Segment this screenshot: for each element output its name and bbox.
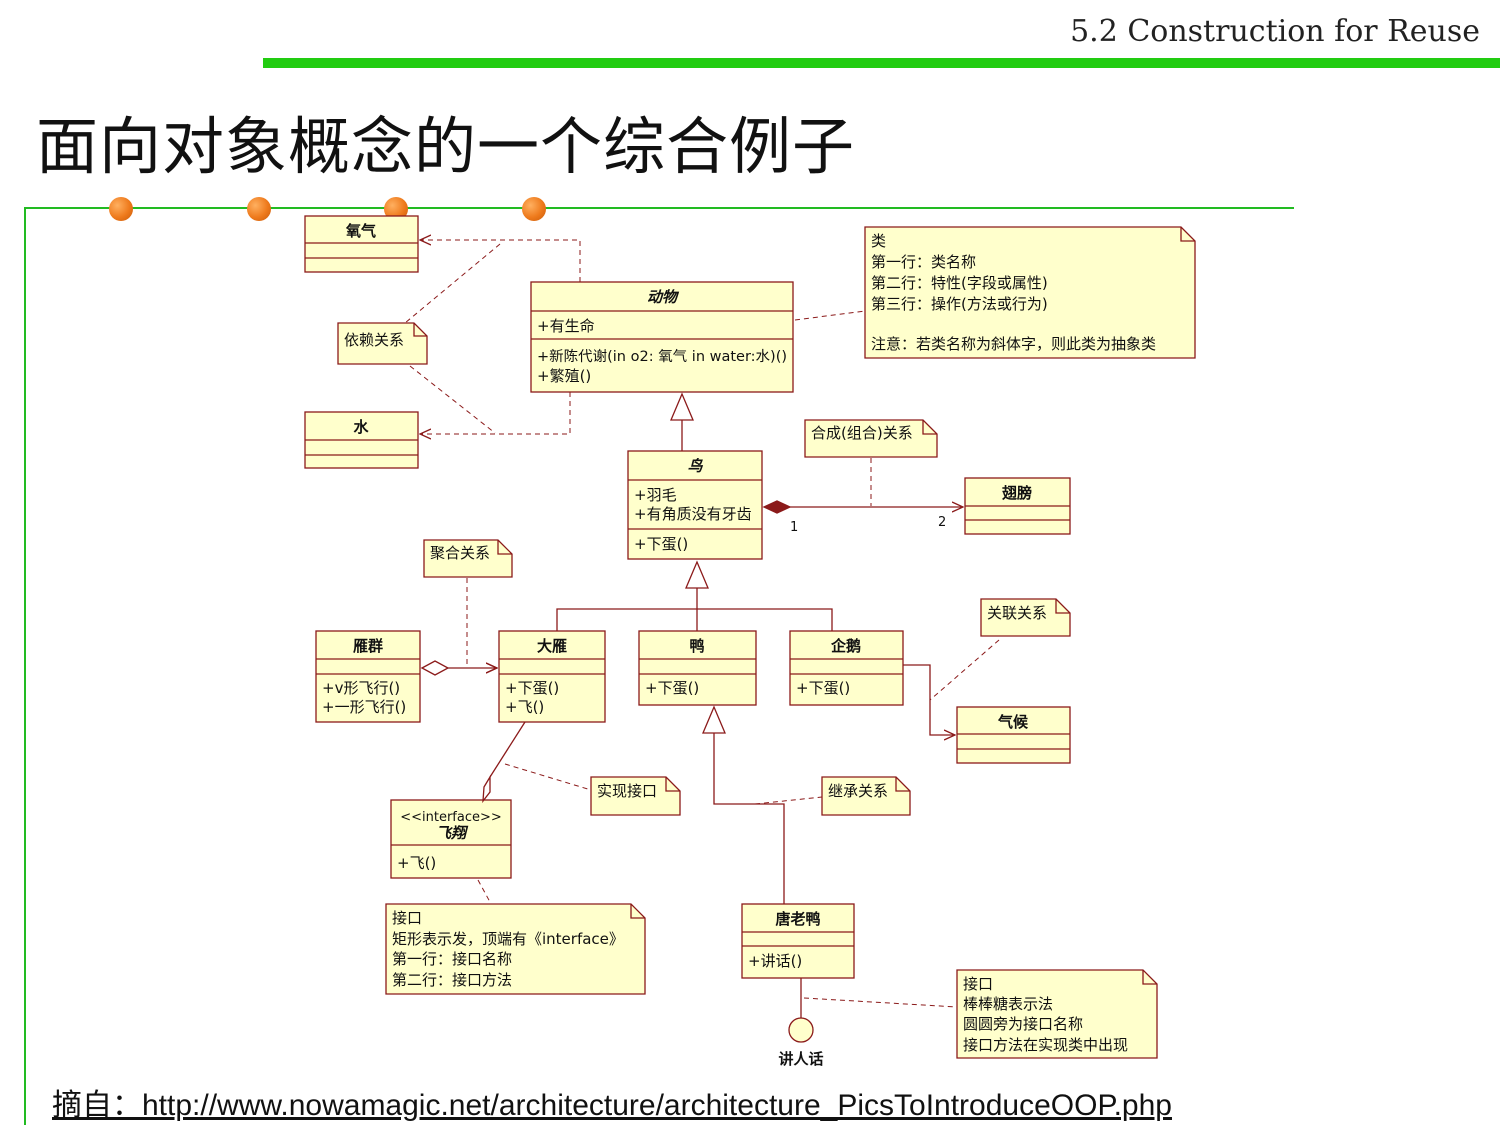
note-realization-text: 实现接口 <box>597 782 657 800</box>
note-aggregation-text: 聚合关系 <box>430 544 490 562</box>
note-class-line-4: 第三行：操作(方法或行为) <box>871 295 1048 313</box>
class-oxygen <box>304 215 419 273</box>
frame-top-line <box>24 207 1294 209</box>
class-flock-name: 雁群 <box>353 637 383 655</box>
note-interface <box>385 903 646 995</box>
note-interface-line-2: 矩形表示发，顶端有《interface》 <box>392 930 624 948</box>
class-penguin <box>789 630 904 706</box>
generalization-donald-duck <box>713 733 785 904</box>
note-dependency-text: 依赖关系 <box>344 331 404 349</box>
class-penguin-name: 企鹅 <box>830 637 861 655</box>
class-climate <box>956 706 1071 764</box>
note-lollipop <box>956 969 1158 1059</box>
note-aggregation <box>423 539 513 578</box>
note-inheritance <box>821 776 911 816</box>
flock-operation-line: +一形飞行() <box>322 698 406 716</box>
note-composition-text: 合成(组合)关系 <box>811 424 913 442</box>
note-inheritance-text: 继承关系 <box>828 782 888 800</box>
goose-operation-lay: +下蛋() <box>505 679 559 697</box>
note-class-line-2: 第一行：类名称 <box>871 253 976 271</box>
dependency-animal-oxygen <box>420 240 581 282</box>
note-link-aggregation <box>466 578 497 668</box>
page-title: 面向对象概念的一个综合例子 <box>36 110 856 183</box>
note-class-line-3: 第二行：特性(字段或属性) <box>871 274 1048 292</box>
source-prefix: 摘自： <box>52 1089 142 1122</box>
note-association-text: 关联关系 <box>987 604 1047 622</box>
bird-operation-lay: +下蛋() <box>634 535 688 553</box>
class-water-name: 水 <box>353 418 369 436</box>
note-lollipop-line-3: 圆圆旁为接口名称 <box>963 1015 1083 1033</box>
interface-fly <box>390 799 512 879</box>
goose-operation-fly: +飞() <box>505 698 544 716</box>
donald-operation-talk: +讲话() <box>748 952 802 970</box>
class-bird-name: 鸟 <box>687 457 703 475</box>
multiplicity-wing: 2 <box>938 515 946 530</box>
animal-operation-breed: +繁殖() <box>537 367 591 385</box>
note-composition <box>804 419 938 458</box>
penguin-operation-lay: +下蛋() <box>796 679 850 697</box>
note-class <box>864 226 1196 359</box>
source-url: http://www.nowamagic.net/architecture/ar… <box>142 1089 1172 1122</box>
bird-attribute-feather: +羽毛 <box>634 486 677 504</box>
note-dependency <box>337 322 428 365</box>
lollipop-label: 讲人话 <box>778 1050 823 1068</box>
class-duck-name: 鸭 <box>689 637 704 655</box>
association-penguin-climate <box>903 664 955 735</box>
class-duck <box>638 630 757 706</box>
dependency-animal-water <box>420 392 571 434</box>
note-class-line-1: 类 <box>871 232 886 250</box>
decor-dot-2 <box>247 197 271 221</box>
note-interface-line-4: 第二行：接口方法 <box>392 971 512 989</box>
class-animal-name: 动物 <box>647 288 680 306</box>
class-flock <box>315 630 421 723</box>
course-title: 5.2 Construction for Reuse <box>1070 14 1480 49</box>
note-class-line-6: 注意：若类名称为斜体字，则此类为抽象类 <box>871 335 1156 353</box>
interface-fly-name: 飞翔 <box>436 824 469 842</box>
decor-dot-4 <box>522 197 546 221</box>
class-water <box>304 411 419 469</box>
realization-goose-fly <box>489 721 526 778</box>
frame-left-line <box>24 207 26 1125</box>
animal-operation-metabolism: +新陈代谢(in o2: 氧气 in water:水)() <box>537 348 787 365</box>
duck-operation-lay: +下蛋() <box>645 679 699 697</box>
note-realization <box>590 776 681 816</box>
class-goose-name: 大雁 <box>537 637 567 655</box>
class-donald-name: 唐老鸭 <box>775 910 820 928</box>
lollipop-interface-circle <box>788 1017 814 1043</box>
class-bird <box>627 450 763 560</box>
bird-attribute-beak: +有角质没有牙齿 <box>634 505 752 523</box>
interface-fly-stereotype: <<interface>> <box>400 810 502 825</box>
note-lollipop-line-2: 棒棒糖表示法 <box>963 995 1053 1013</box>
class-goose <box>498 630 606 723</box>
note-interface-line-1: 接口 <box>392 909 422 927</box>
source-link[interactable]: 摘自：http://www.nowamagic.net/architecture… <box>52 1080 1172 1124</box>
class-oxygen-name: 氧气 <box>345 222 376 240</box>
header-accent-bar <box>263 58 1500 68</box>
flock-operation-v: +v形飞行() <box>322 679 400 697</box>
decor-dot-1 <box>109 197 133 221</box>
note-lollipop-line-1: 接口 <box>963 975 993 993</box>
class-donald-duck <box>741 903 855 979</box>
note-interface-line-3: 第一行：接口名称 <box>392 950 512 968</box>
note-association <box>980 598 1071 637</box>
animal-attribute: +有生命 <box>537 317 595 335</box>
multiplicity-bird: 1 <box>790 520 798 535</box>
class-climate-name: 气候 <box>997 713 1029 731</box>
generalization-subclasses-bird <box>556 608 833 631</box>
class-animal <box>530 281 794 393</box>
note-lollipop-line-4: 接口方法在实现类中出现 <box>963 1036 1128 1054</box>
class-wing-name: 翅膀 <box>1001 484 1032 502</box>
class-wing <box>964 477 1071 535</box>
interface-fly-operation: +飞() <box>397 854 436 872</box>
